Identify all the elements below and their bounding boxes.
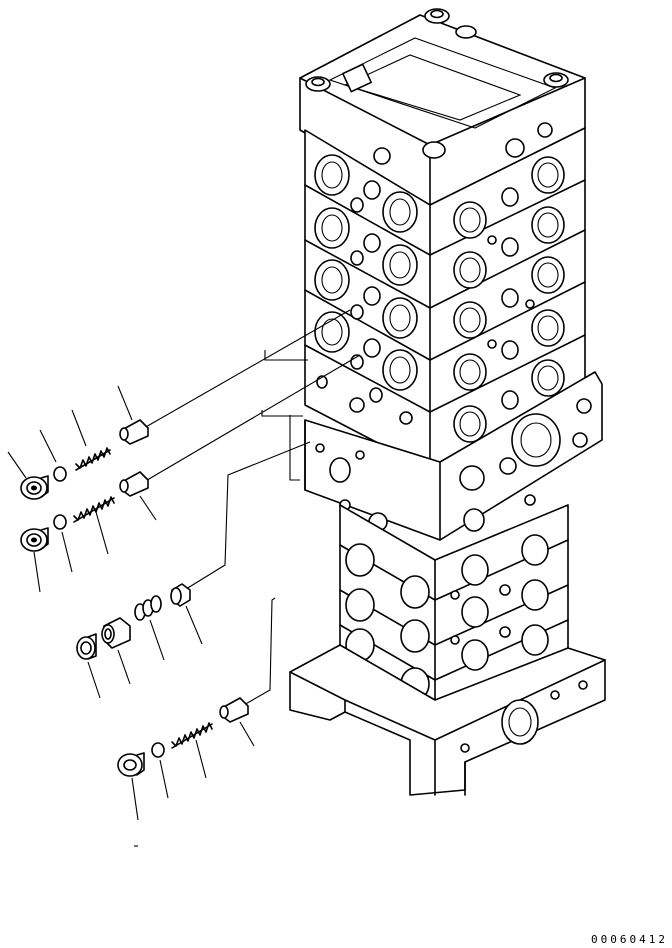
- end-plate: [304, 371, 603, 541]
- upper-section-stack: [304, 127, 586, 471]
- upper-relief-group: [20, 419, 149, 500]
- poppet-1: [119, 419, 149, 445]
- assembly-center-lines: [136, 309, 361, 711]
- plug-3: [76, 633, 97, 660]
- plug-4: [117, 752, 145, 777]
- middle-check-group: [76, 583, 191, 660]
- spring-1: [75, 447, 111, 471]
- base-flange: [289, 644, 606, 796]
- o-ring-4: [151, 742, 165, 758]
- drawing-number: 00060412: [591, 933, 668, 946]
- plug-2: [20, 527, 49, 552]
- valve-body: [289, 8, 606, 796]
- o-ring-2: [53, 514, 67, 530]
- poppet-4: [219, 697, 249, 723]
- o-ring-1: [53, 466, 67, 482]
- spacer-3: [134, 595, 162, 621]
- spring-4: [171, 722, 213, 749]
- valve-3: [170, 583, 191, 607]
- second-relief-group: [20, 471, 149, 552]
- lower-relief-group: [117, 697, 249, 777]
- top-cover: [299, 8, 586, 206]
- spring-2: [73, 496, 115, 523]
- sleeve-3: [101, 617, 131, 649]
- poppet-2: [119, 471, 149, 497]
- left-face-ports: [314, 154, 418, 425]
- right-face-ports: [453, 156, 565, 443]
- callout-leaders: [7, 385, 255, 847]
- plug-1: [20, 475, 49, 500]
